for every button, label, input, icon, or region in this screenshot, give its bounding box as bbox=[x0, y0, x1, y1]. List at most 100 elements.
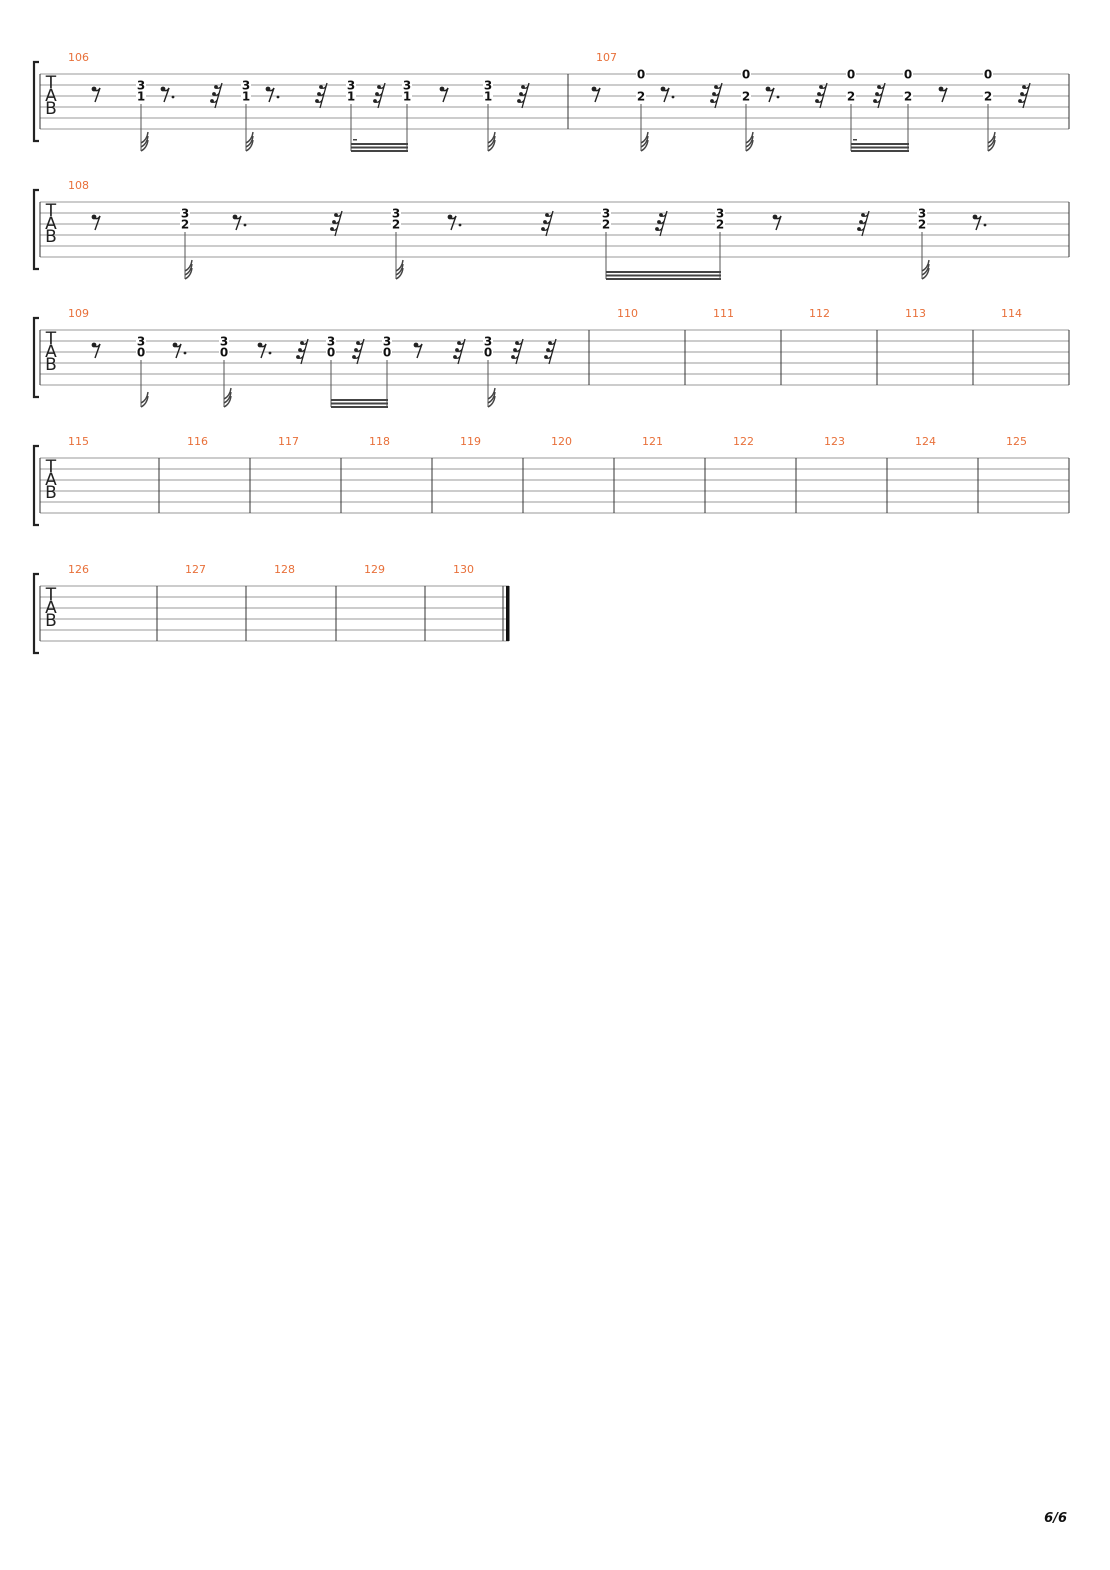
tab-clef-letter: T bbox=[45, 329, 57, 349]
fret-number: 2 bbox=[637, 90, 645, 104]
fret-number: 2 bbox=[742, 90, 750, 104]
tab-clef-letter: T bbox=[45, 585, 57, 605]
fret-number: 3 bbox=[484, 79, 492, 93]
chord: 30 bbox=[483, 335, 496, 408]
chord: 31 bbox=[402, 79, 412, 151]
rest bbox=[591, 86, 601, 103]
rest bbox=[413, 342, 423, 359]
note-flag bbox=[140, 139, 149, 152]
fret-number: 2 bbox=[984, 90, 992, 104]
chord: 02 bbox=[903, 68, 913, 151]
fret-number: 0 bbox=[742, 68, 750, 82]
beam bbox=[606, 271, 721, 273]
tab-clef-letter: B bbox=[45, 483, 57, 503]
final-barline bbox=[506, 586, 510, 641]
rest bbox=[160, 86, 175, 103]
beam bbox=[331, 406, 388, 408]
note-flag bbox=[245, 135, 254, 148]
measure-number: 121 bbox=[642, 435, 663, 448]
rest bbox=[453, 338, 466, 365]
fret-number: 0 bbox=[220, 346, 228, 360]
rest bbox=[447, 214, 462, 231]
measure-number: 117 bbox=[278, 435, 299, 448]
rest bbox=[873, 82, 886, 109]
rest bbox=[91, 214, 101, 231]
measure-number: 110 bbox=[617, 307, 638, 320]
rest bbox=[544, 338, 557, 365]
fret-number: 2 bbox=[392, 218, 400, 232]
measure-number: 116 bbox=[187, 435, 208, 448]
measure-number: 115 bbox=[68, 435, 89, 448]
measure-number: 107 bbox=[596, 51, 617, 64]
fret-number: 0 bbox=[484, 346, 492, 360]
fret-number: 1 bbox=[484, 90, 492, 104]
note-flag bbox=[395, 267, 404, 280]
measure-number: 124 bbox=[915, 435, 936, 448]
beam-dot bbox=[353, 139, 357, 141]
note-flag bbox=[184, 263, 193, 276]
chord: 30 bbox=[136, 335, 149, 408]
chord: 32 bbox=[601, 207, 611, 279]
measure-number: 112 bbox=[809, 307, 830, 320]
chord: 02 bbox=[636, 68, 649, 152]
beam bbox=[851, 146, 909, 149]
system-bracket bbox=[32, 444, 39, 527]
rest bbox=[541, 210, 554, 237]
rest bbox=[296, 338, 309, 365]
rest bbox=[210, 82, 223, 109]
measure-number: 108 bbox=[68, 179, 89, 192]
tab-clef-letter: A bbox=[45, 342, 57, 362]
chord: 31 bbox=[136, 79, 149, 152]
chord: 30 bbox=[326, 335, 336, 407]
tab-clef-letter: T bbox=[45, 73, 57, 93]
note-flag bbox=[487, 387, 496, 400]
rest bbox=[765, 86, 780, 103]
note-flag bbox=[487, 395, 496, 408]
measure-number: 126 bbox=[68, 563, 89, 576]
fret-number: 3 bbox=[181, 207, 189, 221]
fret-number: 3 bbox=[327, 335, 335, 349]
note-flag bbox=[921, 267, 930, 280]
fret-number: 3 bbox=[392, 207, 400, 221]
rest bbox=[172, 342, 187, 359]
beam bbox=[351, 143, 408, 145]
rest bbox=[330, 210, 343, 237]
rest bbox=[815, 82, 828, 109]
system-bracket bbox=[32, 188, 39, 271]
chord: 02 bbox=[983, 68, 996, 152]
note-flag bbox=[245, 139, 254, 152]
fret-number: 3 bbox=[716, 207, 724, 221]
fret-number: 2 bbox=[918, 218, 926, 232]
measure-number: 111 bbox=[713, 307, 734, 320]
page-number: 6/6 bbox=[1044, 1511, 1067, 1526]
rest bbox=[517, 82, 530, 109]
measure-number: 122 bbox=[733, 435, 754, 448]
fret-number: 3 bbox=[242, 79, 250, 93]
note-flag bbox=[223, 391, 232, 404]
tab-clef-letter: B bbox=[45, 611, 57, 631]
beam-dot bbox=[853, 139, 857, 141]
measure-number: 127 bbox=[185, 563, 206, 576]
fret-number: 2 bbox=[716, 218, 724, 232]
beam bbox=[351, 150, 408, 152]
fret-number: 0 bbox=[327, 346, 335, 360]
beam bbox=[351, 146, 408, 149]
beam bbox=[851, 143, 909, 145]
note-flag bbox=[223, 395, 232, 408]
rest bbox=[857, 210, 870, 237]
tab-clef-letter: A bbox=[45, 86, 57, 106]
note-flag bbox=[140, 135, 149, 148]
fret-number: 3 bbox=[918, 207, 926, 221]
tab-clef-letter: A bbox=[45, 598, 57, 618]
tab-clef-letter: B bbox=[45, 99, 57, 119]
measure-number: 130 bbox=[453, 563, 474, 576]
chord: 30 bbox=[382, 335, 392, 407]
measure-number: 125 bbox=[1006, 435, 1027, 448]
rest bbox=[972, 214, 987, 231]
measure-number: 119 bbox=[460, 435, 481, 448]
rest bbox=[91, 86, 101, 103]
fret-number: 3 bbox=[137, 335, 145, 349]
